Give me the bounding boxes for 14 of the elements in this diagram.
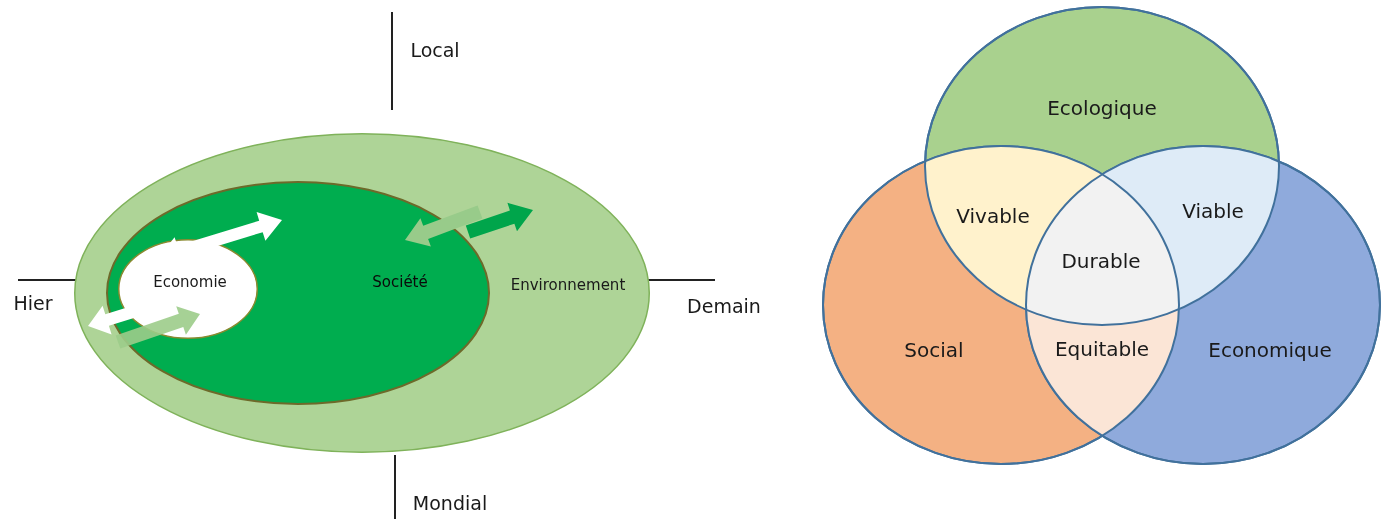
axis-label: Mondial bbox=[412, 492, 488, 514]
axis-label: Hier bbox=[13, 292, 53, 314]
ellipse-label: Economique bbox=[1208, 338, 1332, 362]
ellipse-label: Economie bbox=[153, 273, 227, 291]
axis-label: Demain bbox=[687, 295, 761, 317]
overlap-label: Viable bbox=[1182, 199, 1244, 223]
overlap-label: Vivable bbox=[956, 204, 1030, 228]
ellipse-label: Social bbox=[904, 338, 964, 362]
ellipse-label: Ecologique bbox=[1047, 96, 1157, 120]
overlap-label: Durable bbox=[1061, 249, 1141, 273]
ellipse-label: Société bbox=[372, 273, 428, 291]
overlap-label: Equitable bbox=[1054, 337, 1150, 361]
axis-label: Local bbox=[410, 39, 460, 61]
ellipse-label: Environnement bbox=[510, 276, 626, 294]
